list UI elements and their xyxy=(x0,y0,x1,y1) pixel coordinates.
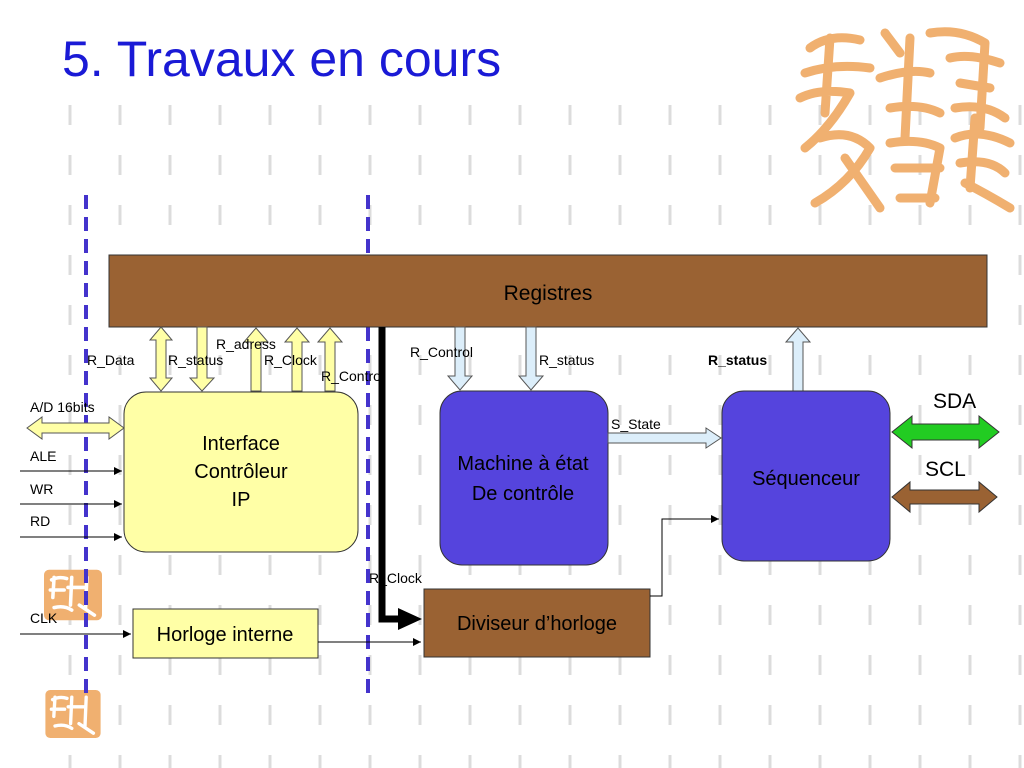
bus-outputs: SDA SCL xyxy=(891,390,1000,514)
r-control-label: R_Control xyxy=(321,368,384,384)
registers-label: Registres xyxy=(504,282,593,305)
sda-label: SDA xyxy=(933,390,976,413)
clock-divider-label: Diviseur d’horloge xyxy=(457,613,617,635)
seal-strokes xyxy=(795,27,1015,213)
r-status-up-arrow-seq xyxy=(784,327,812,392)
register-signal-labels: R_Data R_status R_adress R_Clock R_Contr… xyxy=(87,336,767,384)
sda-bidirectional-arrow xyxy=(891,414,1000,450)
state-machine-label-line1: Machine à état xyxy=(457,453,589,475)
r-data-bidirectional-arrow xyxy=(148,326,174,392)
internal-clock-label: Horloge interne xyxy=(157,624,294,646)
r-clock-div-label: R_Clock xyxy=(369,570,423,586)
clk-label: CLK xyxy=(30,610,58,626)
ad-16bits-bidirectional-arrow xyxy=(26,416,125,440)
sequencer-rect xyxy=(721,390,891,562)
register-outputs xyxy=(446,326,812,392)
scl-bidirectional-arrow xyxy=(891,480,998,514)
r-control-down-arrow xyxy=(446,326,474,391)
state-machine-label-line2: De contrôle xyxy=(472,483,574,505)
sequencer-label: Séquenceur xyxy=(752,468,860,490)
sequencer-block: Séquenceur xyxy=(721,390,891,562)
ale-label: ALE xyxy=(30,448,56,464)
r-clock-bus-line xyxy=(378,327,400,623)
r-clock-bus: R_Clock xyxy=(369,327,423,630)
r-status-seq-label: R_status xyxy=(708,352,767,368)
interface-register-arrows xyxy=(148,326,344,392)
r-clock-up-arrow xyxy=(283,327,311,392)
r-adress-up-arrow xyxy=(242,327,270,392)
interface-label-line2: Contrôleur xyxy=(194,461,288,483)
r-status-down-arrow-sm xyxy=(517,326,545,391)
state-machine-block: Machine à état De contrôle xyxy=(439,390,609,566)
s-state-connection: S_State xyxy=(607,416,722,449)
r-control-sm-label: R_Control xyxy=(410,344,473,360)
state-machine-rect xyxy=(439,390,609,566)
small-seal-icon xyxy=(45,690,101,738)
wr-label: WR xyxy=(30,481,53,497)
r-adress-label: R_adress xyxy=(216,336,276,352)
interface-inputs: A/D 16bits ALE WR RD CLK xyxy=(20,399,131,638)
r-control-up-arrow xyxy=(316,327,344,392)
interface-label-line1: Interface xyxy=(202,433,280,455)
r-data-label: R_Data xyxy=(87,352,135,368)
r-status-sm-label: R_status xyxy=(539,352,594,368)
clock-divider-rect xyxy=(423,588,651,658)
corner-seal-icon xyxy=(795,27,1015,213)
slide-title: 5. Travaux en cours xyxy=(62,31,502,87)
registers-block: Registres xyxy=(108,254,988,328)
r-status-down-arrow xyxy=(188,326,216,392)
registers-rect xyxy=(108,254,988,328)
ad-16bits-label: A/D 16bits xyxy=(30,399,95,415)
s-state-label: S_State xyxy=(611,416,661,432)
r-clock-label: R_Clock xyxy=(264,352,318,368)
divider-to-sequencer-line xyxy=(650,515,719,597)
internal-clock-rect xyxy=(132,608,319,659)
clock-divider-block: Diviseur d’horloge xyxy=(423,588,651,658)
interface-label-line3: IP xyxy=(232,489,251,511)
seal-strokes xyxy=(49,695,96,735)
r-clock-bus-arrowhead xyxy=(398,608,422,630)
s-state-arrow xyxy=(607,427,722,449)
rd-label: RD xyxy=(30,513,50,529)
interface-rect xyxy=(123,391,359,553)
internal-clock-block: Horloge interne xyxy=(132,608,319,659)
scl-label: SCL xyxy=(925,458,966,481)
interface-block: Interface Contrôleur IP xyxy=(123,391,359,553)
r-status-label: R_status xyxy=(168,352,223,368)
